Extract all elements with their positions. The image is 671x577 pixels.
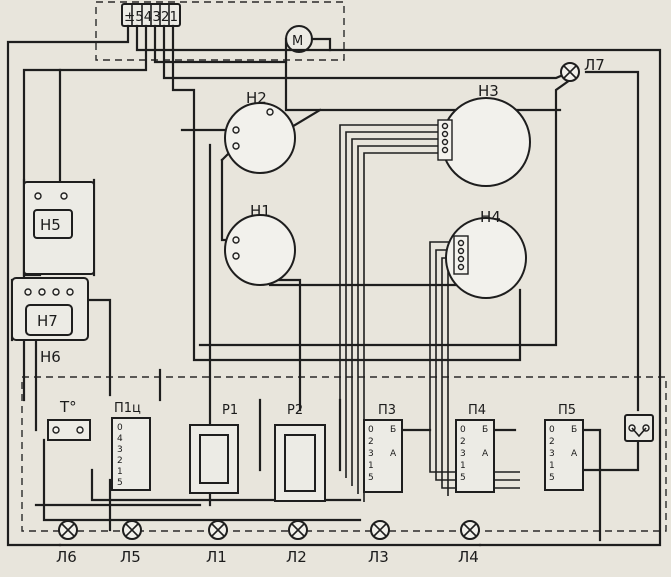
burner-label-h3: H3 xyxy=(478,82,499,100)
burner-h1: H1 xyxy=(224,202,296,286)
switch-label-p1: П1ц xyxy=(114,401,141,416)
switch-p4: П4 0 Б 2 3 А 1 5 xyxy=(455,403,495,493)
svg-text:Б: Б xyxy=(482,425,488,435)
switch-label-p3: П3 xyxy=(378,403,396,418)
motor: M xyxy=(285,25,313,53)
indicator-lamp-l3: Л3 xyxy=(368,520,390,566)
relay-label-r2: Р2 xyxy=(287,403,303,418)
relay-label-r1: Р1 xyxy=(222,403,238,418)
terminal-block: ±54321 xyxy=(121,3,181,27)
switch-p1: П1ц 0 4 3 2 1 5 xyxy=(111,401,151,491)
heater-h7: H7 xyxy=(11,277,89,341)
heater-label-h7: H7 xyxy=(37,312,58,330)
svg-text:2: 2 xyxy=(368,437,374,447)
burner-h4: H4 xyxy=(445,208,527,299)
power-socket xyxy=(624,414,654,442)
switch-p5: П5 0 Б 2 3 А 1 5 xyxy=(544,403,584,491)
svg-text:1: 1 xyxy=(117,467,123,477)
motor-label: M xyxy=(292,34,303,49)
svg-text:2: 2 xyxy=(117,456,123,466)
svg-text:А: А xyxy=(482,449,489,459)
indicator-lamp-l1: Л1 xyxy=(206,520,228,566)
relay-r1: Р1 xyxy=(189,403,239,494)
lamp-label-l2: Л2 xyxy=(286,548,307,566)
svg-text:0: 0 xyxy=(460,425,466,435)
indicator-lamp-row: Л6 Л5 Л1 Л2 Л3 xyxy=(56,520,480,566)
heater-h5: H5 xyxy=(23,181,95,275)
thermostat-label: T° xyxy=(59,398,77,416)
indicator-lamp-l5: Л5 xyxy=(120,520,142,566)
svg-text:Б: Б xyxy=(571,425,577,435)
svg-text:3: 3 xyxy=(117,445,123,455)
svg-text:2: 2 xyxy=(460,437,466,447)
heater-label-h6: H6 xyxy=(40,348,61,366)
relay-r2: Р2 xyxy=(274,403,326,502)
burner-h3: H3 xyxy=(437,82,531,187)
burner-h2: H2 xyxy=(224,89,296,174)
svg-text:1: 1 xyxy=(368,461,374,471)
indicator-lamp-l2: Л2 xyxy=(286,520,308,566)
svg-text:Б: Б xyxy=(390,425,396,435)
lamp-label-top: Л7 xyxy=(584,56,605,74)
lamp-label-l1: Л1 xyxy=(206,548,227,566)
indicator-lamp-top: Л7 xyxy=(560,56,605,82)
svg-text:3: 3 xyxy=(549,449,555,459)
svg-text:5: 5 xyxy=(460,473,466,483)
burner-label-h1: H1 xyxy=(250,202,271,220)
thermostat: T° xyxy=(47,398,91,441)
switch-label-p5: П5 xyxy=(558,403,576,418)
heater-label-h5: H5 xyxy=(40,216,61,234)
control-panel-dashed xyxy=(21,376,667,532)
svg-text:3: 3 xyxy=(460,449,466,459)
lamp-label-l5: Л5 xyxy=(120,548,141,566)
svg-text:5: 5 xyxy=(368,473,374,483)
lamp-label-l6: Л6 xyxy=(56,548,77,566)
burner-label-h2: H2 xyxy=(246,89,267,107)
svg-text:2: 2 xyxy=(549,437,555,447)
switch-label-p4: П4 xyxy=(468,403,486,418)
burner-label-h4: H4 xyxy=(480,208,501,226)
terminal-housing-dashed xyxy=(95,1,345,61)
svg-text:0: 0 xyxy=(117,423,123,433)
lamp-label-l4: Л4 xyxy=(458,548,479,566)
svg-text:3: 3 xyxy=(368,449,374,459)
svg-text:А: А xyxy=(390,449,397,459)
svg-text:5: 5 xyxy=(549,473,555,483)
indicator-lamp-l6: Л6 xyxy=(56,520,78,566)
switch-p3: П3 0 Б 2 3 А 1 5 xyxy=(363,403,403,493)
svg-text:А: А xyxy=(571,449,578,459)
terminal-label: ±54321 xyxy=(124,10,178,25)
svg-text:5: 5 xyxy=(117,478,123,488)
indicator-lamp-l4: Л4 xyxy=(458,520,480,566)
svg-text:1: 1 xyxy=(549,461,555,471)
svg-text:0: 0 xyxy=(549,425,555,435)
svg-text:4: 4 xyxy=(117,434,123,444)
lamp-label-l3: Л3 xyxy=(368,548,389,566)
svg-text:0: 0 xyxy=(368,425,374,435)
svg-text:1: 1 xyxy=(460,461,466,471)
